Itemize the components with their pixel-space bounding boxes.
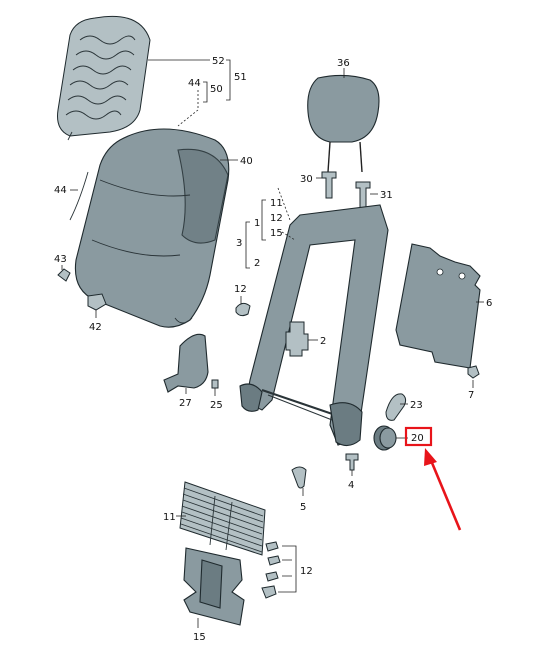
highlight-box-20 <box>404 426 433 447</box>
label-4: 4 <box>348 480 354 491</box>
label-36: 36 <box>337 58 350 69</box>
label-12-clip: 12 <box>234 284 247 295</box>
adjustment-knob-part[interactable] <box>373 425 397 451</box>
label-2-motor: 2 <box>320 336 326 347</box>
label-51: 51 <box>234 72 247 83</box>
backrest-frame-part <box>239 204 389 447</box>
label-11-bottom: 11 <box>163 512 176 523</box>
label-7: 7 <box>468 390 474 401</box>
pointer-arrow-head <box>424 448 437 466</box>
pointer-arrow <box>428 457 462 531</box>
label-30: 30 <box>300 174 313 185</box>
label-44-side: 44 <box>54 185 67 196</box>
label-42: 42 <box>89 322 102 333</box>
label-40: 40 <box>240 156 253 167</box>
clip-set-part <box>261 541 281 599</box>
label-12-top: 12 <box>270 213 283 224</box>
label-5: 5 <box>300 502 306 513</box>
label-20[interactable]: 20 <box>411 433 424 444</box>
heating-mat-part <box>57 15 151 141</box>
label-12-bottom: 12 <box>300 566 313 577</box>
label-1: 1 <box>254 218 260 229</box>
label-27: 27 <box>179 398 192 409</box>
label-31: 31 <box>380 190 393 201</box>
label-43: 43 <box>54 254 67 265</box>
label-11-top: 11 <box>270 198 283 209</box>
label-23: 23 <box>410 400 423 411</box>
label-15-top: 15 <box>270 228 283 239</box>
label-50: 50 <box>210 84 223 95</box>
label-2-frame: 2 <box>254 258 260 269</box>
label-15-bottom: 15 <box>193 632 206 643</box>
label-25: 25 <box>210 400 223 411</box>
side-trim-part <box>163 333 209 393</box>
backrest-cushion-part <box>74 128 230 328</box>
lumbar-support-part <box>179 481 266 626</box>
label-3: 3 <box>236 238 242 249</box>
rear-panel-part <box>395 243 481 369</box>
headrest-part <box>307 74 380 173</box>
label-44-top: 44 <box>188 78 201 89</box>
label-6: 6 <box>486 298 492 309</box>
label-52: 52 <box>212 56 225 67</box>
